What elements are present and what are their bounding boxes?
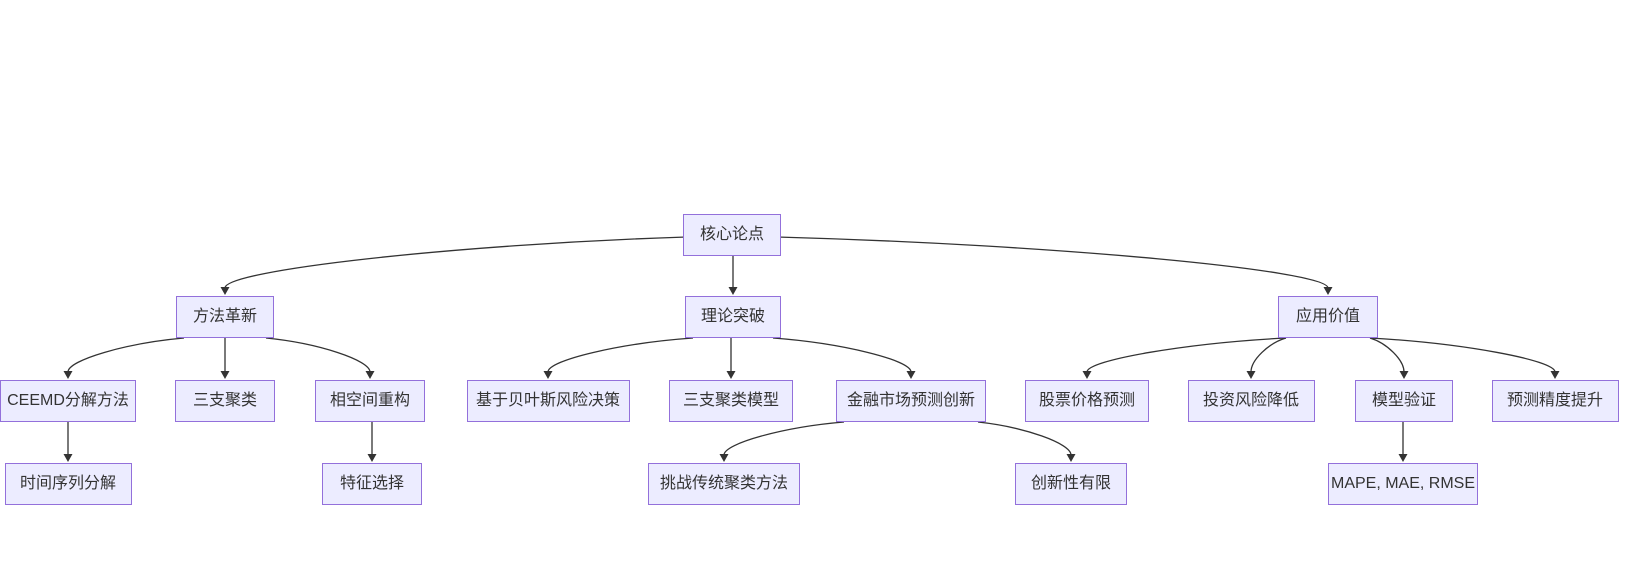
- diagram-node-label: MAPE, MAE, RMSE: [1330, 475, 1476, 492]
- diagram-node-label: 方法革新: [192, 308, 257, 325]
- diagram-node-threeway-model: 三支聚类模型: [669, 380, 793, 422]
- diagram-node-label: 创新性有限: [1030, 475, 1111, 492]
- diagram-node-label: CEEMD分解方法: [7, 392, 129, 409]
- arrowhead-icon: [906, 371, 916, 379]
- arrowhead-icon: [1246, 371, 1256, 379]
- arrowhead-icon: [719, 454, 729, 462]
- arrowhead-icon: [63, 454, 73, 462]
- diagram-node-finance: 金融市场预测创新: [836, 380, 986, 422]
- diagram-node-label: 挑战传统聚类方法: [659, 475, 788, 492]
- diagram-node-application: 应用价值: [1278, 296, 1378, 338]
- diagram-node-phase: 相空间重构: [315, 380, 425, 422]
- diagram-node-root: 核心论点: [683, 214, 781, 256]
- arrowhead-icon: [1399, 371, 1409, 379]
- edge-application-accuracy: [1369, 337, 1556, 373]
- edge-theory-finance: [772, 337, 912, 373]
- diagram-node-label: 三支聚类模型: [682, 392, 779, 409]
- diagram-node-limited: 创新性有限: [1015, 463, 1127, 505]
- diagram-node-stock: 股票价格预测: [1025, 380, 1149, 422]
- arrowhead-icon: [1323, 287, 1333, 295]
- diagram-node-accuracy: 预测精度提升: [1491, 380, 1619, 422]
- diagram-node-method: 方法革新: [176, 296, 274, 338]
- arrowhead-icon: [726, 371, 736, 379]
- diagram-node-label: 相空间重构: [329, 392, 410, 409]
- diagram-node-ceemd: CEEMD分解方法: [0, 380, 136, 422]
- diagram-node-mape: MAPE, MAE, RMSE: [1328, 463, 1478, 505]
- arrowhead-icon: [63, 371, 73, 379]
- arrowhead-icon: [1550, 371, 1560, 379]
- arrowhead-icon: [728, 287, 738, 295]
- diagram-node-label: 理论突破: [700, 308, 765, 325]
- diagram-node-challenge: 挑战传统聚类方法: [648, 463, 800, 505]
- arrowhead-icon: [367, 454, 377, 462]
- diagram-node-threeway: 三支聚类: [175, 380, 275, 422]
- arrowhead-icon: [220, 371, 230, 379]
- edge-application-validation: [1369, 337, 1405, 373]
- diagram-node-theory: 理论突破: [685, 296, 781, 338]
- diagram-node-label: 基于贝叶斯风险决策: [475, 392, 620, 409]
- edge-root-application: [780, 236, 1329, 289]
- edge-finance-challenge: [723, 421, 845, 456]
- diagram-node-label: 特征选择: [339, 475, 404, 492]
- diagram-node-validation: 模型验证: [1355, 380, 1453, 422]
- edge-theory-bayes: [547, 337, 694, 373]
- arrowhead-icon: [1082, 371, 1092, 379]
- diagram-node-label: 核心论点: [699, 226, 764, 243]
- edge-root-method: [224, 236, 684, 289]
- arrowhead-icon: [365, 371, 375, 379]
- diagram-node-invest: 投资风险降低: [1187, 380, 1315, 422]
- arrowhead-icon: [220, 287, 230, 295]
- diagram-node-label: 模型验证: [1371, 392, 1436, 409]
- diagram-node-timeseries: 时间序列分解: [4, 463, 132, 505]
- arrowhead-icon: [1398, 454, 1408, 462]
- edge-application-invest: [1250, 337, 1287, 373]
- diagram-node-label: 应用价值: [1295, 308, 1360, 325]
- diagram-node-label: 时间序列分解: [19, 475, 116, 492]
- diagram-node-label: 股票价格预测: [1038, 392, 1135, 409]
- arrowhead-icon: [1066, 454, 1076, 462]
- diagram-node-label: 投资风险降低: [1202, 392, 1299, 409]
- edge-method-phase: [265, 337, 371, 373]
- diagram-node-label: 预测精度提升: [1506, 392, 1603, 409]
- edge-application-stock: [1086, 337, 1287, 373]
- diagram-node-label: 三支聚类: [192, 392, 257, 409]
- diagram-node-bayes: 基于贝叶斯风险决策: [466, 380, 630, 422]
- edge-method-ceemd: [67, 337, 185, 373]
- diagram-node-label: 金融市场预测创新: [846, 392, 975, 409]
- edge-finance-limited: [977, 421, 1072, 456]
- arrowhead-icon: [543, 371, 553, 379]
- diagram-node-feature: 特征选择: [322, 463, 422, 505]
